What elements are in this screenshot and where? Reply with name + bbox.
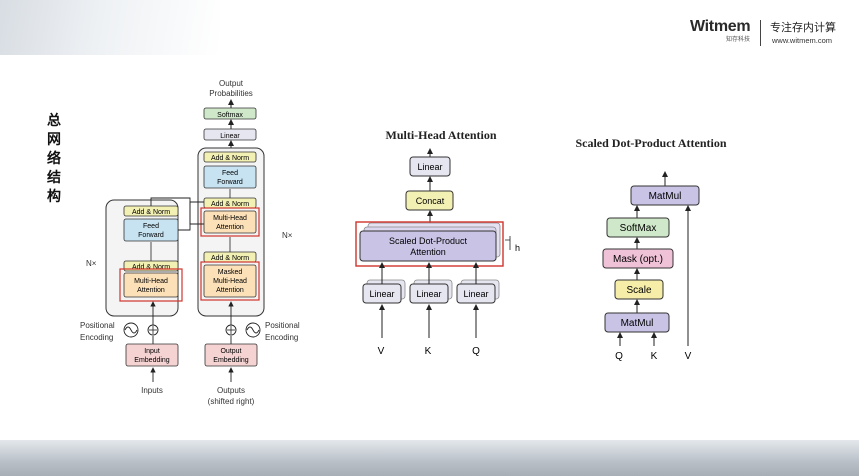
title-char: 网 [47,132,61,148]
k-label: K [425,346,432,357]
title-char: 总 [47,113,61,129]
enc-ff-label-2: Forward [138,232,164,239]
matmul-bottom-box [604,312,670,333]
scaled-dot-product-diagram: Scaled Dot-Product Attention MatMul Soft… [575,136,726,362]
brand-slogan: 专注存内计算 [770,22,836,34]
dec-pos-label-2: Encoding [265,333,298,342]
enc-addnorm-1-label: Add & Norm [132,264,170,271]
output-embed-label-1: Output [220,348,241,355]
input-embed-label-1: Input [144,348,160,355]
output-prob-label: Output [219,79,244,88]
dec-mha [203,210,257,234]
dec-addnorm-3 [203,151,257,163]
inputs-label: Inputs [141,386,163,395]
slide-title-vertical: 总 网 络 结 构 [44,112,64,207]
multi-head-attention-diagram: Multi-Head Attention Linear Concat Scale… [355,128,520,357]
dec-addnorm-3-label: Add & Norm [211,155,249,162]
dec-mha-label-1: Multi-Head [213,215,247,222]
dec-mha-label-2: Attention [216,224,244,231]
matmul-top-box [630,185,700,206]
title-char: 络 [47,151,61,167]
brand-url: www.witmem.com [772,36,833,45]
logo-word: Witmem [690,18,751,35]
enc-mha-label-2: Attention [137,287,165,294]
dec-masked-label-1: Masked [218,269,243,276]
dec-addnorm-1-label: Add & Norm [211,255,249,262]
scale-label: Scale [626,285,651,296]
h-label: h [515,243,520,253]
matmul-bottom-label: MatMul [621,318,654,329]
sdpa-q-label: Q [615,351,623,362]
sdpa-k-label: K [651,351,658,362]
enc-mha-highlight [119,268,183,302]
enc-ff-label-1: Feed [143,223,159,230]
softmax-sdpa-label: SoftMax [620,223,657,234]
logo-sub: 知存科技 [725,37,750,43]
mha-linear-label: Linear [417,162,442,172]
input-embed-label-2: Embedding [134,357,170,364]
softmax-label: Softmax [217,112,243,119]
dec-masked-mha [203,264,257,298]
linear-v-label: Linear [369,289,394,299]
outputs-label-1: Outputs [217,386,245,395]
sdpa-v-label: V [685,351,692,362]
bottom-decoration [0,440,859,476]
dec-ff-label-2: Forward [217,179,243,186]
linear-label: Linear [220,133,240,140]
input-embedding-box [125,343,179,367]
transformer-diagram: Output Probabilities Softmax Linear Add … [80,79,300,406]
witmem-logo: Witmem 知存科技 [690,18,751,48]
sdpa-box [359,230,497,262]
enc-mha-label-1: Multi-Head [134,278,168,285]
enc-mha [123,272,179,298]
concat-label: Concat [416,196,445,206]
dec-nx-label: N× [282,231,293,240]
enc-nx-label: N× [86,259,97,268]
dec-masked-highlight [200,261,260,301]
mha-title: Multi-Head Attention [386,128,497,142]
linear-k-label: Linear [416,289,441,299]
title-char: 结 [47,170,61,186]
sdpa-title: Scaled Dot-Product Attention [575,136,726,150]
logo-divider [760,20,761,46]
output-embed-label-2: Embedding [213,357,249,364]
dec-feedforward [203,165,257,189]
enc-pos-label-1: Positional [80,321,115,330]
dec-pos-label-1: Positional [265,321,300,330]
dec-masked-label-2: Multi-Head [213,278,247,285]
dec-mha-highlight [200,207,260,237]
mask-label: Mask (opt.) [613,254,663,265]
dec-ff-label-1: Feed [222,170,238,177]
enc-pos-label-2: Encoding [80,333,113,342]
title-char: 构 [47,189,61,205]
sdpa-label-1: Scaled Dot-Product [389,236,468,246]
dec-addnorm-2-label: Add & Norm [211,201,249,208]
enc-addnorm-2-label: Add & Norm [132,209,170,216]
top-left-decoration [0,0,220,55]
v-label: V [378,346,385,357]
encoder-block [105,199,179,317]
q-label: Q [472,346,480,357]
outputs-label-2: (shifted right) [208,397,255,406]
linear-q-label: Linear [463,289,488,299]
dec-masked-label-3: Attention [216,287,244,294]
matmul-top-label: MatMul [649,191,682,202]
sdpa-label-2: Attention [410,247,446,257]
output-prob-label-2: Probabilities [209,89,253,98]
